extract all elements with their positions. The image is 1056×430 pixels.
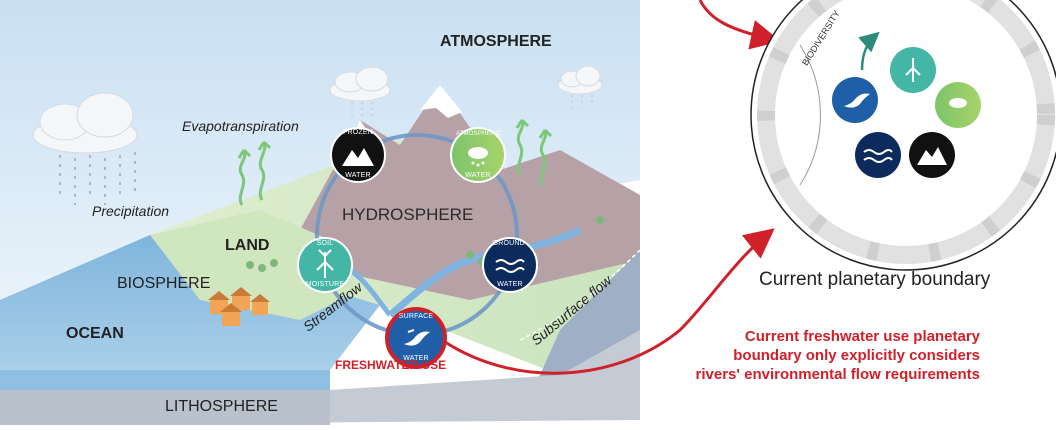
lithosphere-label: LITHOSPHERE <box>165 398 278 415</box>
ocean-label: OCEAN <box>66 325 124 342</box>
freshwater-note-line-1: Current freshwater use planetary <box>744 328 980 345</box>
atmosphere-label: ATMOSPHERE <box>440 33 552 50</box>
planetary-boundary-caption: Current planetary boundary <box>759 269 991 290</box>
surface-water-node <box>385 307 447 369</box>
planetary-boundary-diagram <box>750 0 1056 271</box>
frozen-water-bottom-label: WATER <box>345 172 371 179</box>
frozen-water-node <box>330 127 386 183</box>
atmospheric-water-node <box>450 127 506 183</box>
atmospheric-water-bottom-label: WATER <box>465 172 491 179</box>
precipitation-label: Precipitation <box>92 203 170 219</box>
freshwater-note: Current freshwater use planetary boundar… <box>600 327 981 384</box>
rain-icon <box>59 152 136 205</box>
cloud-right <box>557 65 603 95</box>
surface-water-bottom-label: WATER <box>403 355 429 362</box>
groundwater-node <box>482 237 538 293</box>
frozen-water-top-label: FROZEN <box>343 129 373 136</box>
freshwater-use-label: FRESHWATER USE <box>335 358 447 372</box>
soil-moisture-bottom-label: MOISTURE <box>305 281 345 288</box>
evapotranspiration-arrows-left <box>237 140 272 206</box>
cloud-center <box>329 66 391 102</box>
land-label: LAND <box>225 237 270 254</box>
arrow-to-boundary-top <box>698 0 781 50</box>
biosphere-label: BIOSPHERE <box>117 275 211 292</box>
freshwater-note-line-3: rivers' environmental flow requirements <box>695 366 981 383</box>
soil-moisture-node <box>297 237 353 293</box>
hydrosphere-label: HYDROSPHERE <box>342 205 474 224</box>
surface-water-top-label: SURFACE <box>398 313 434 320</box>
atmospheric-water-top-label: ATMOSPHERIC <box>456 131 502 137</box>
freshwater-note-line-2: boundary only explicitly considers <box>733 347 980 364</box>
groundwater-bottom-label: WATER <box>497 281 523 288</box>
arrow-surface-to-boundary <box>444 228 775 375</box>
sky-background <box>0 0 640 300</box>
evapotranspiration-arrows-right <box>515 118 553 186</box>
groundwater-top-label: GROUND- <box>492 240 528 247</box>
cloud-left <box>32 92 138 154</box>
soil-moisture-top-label: SOIL <box>316 240 334 247</box>
evapotranspiration-label: Evapotranspiration <box>182 118 299 134</box>
